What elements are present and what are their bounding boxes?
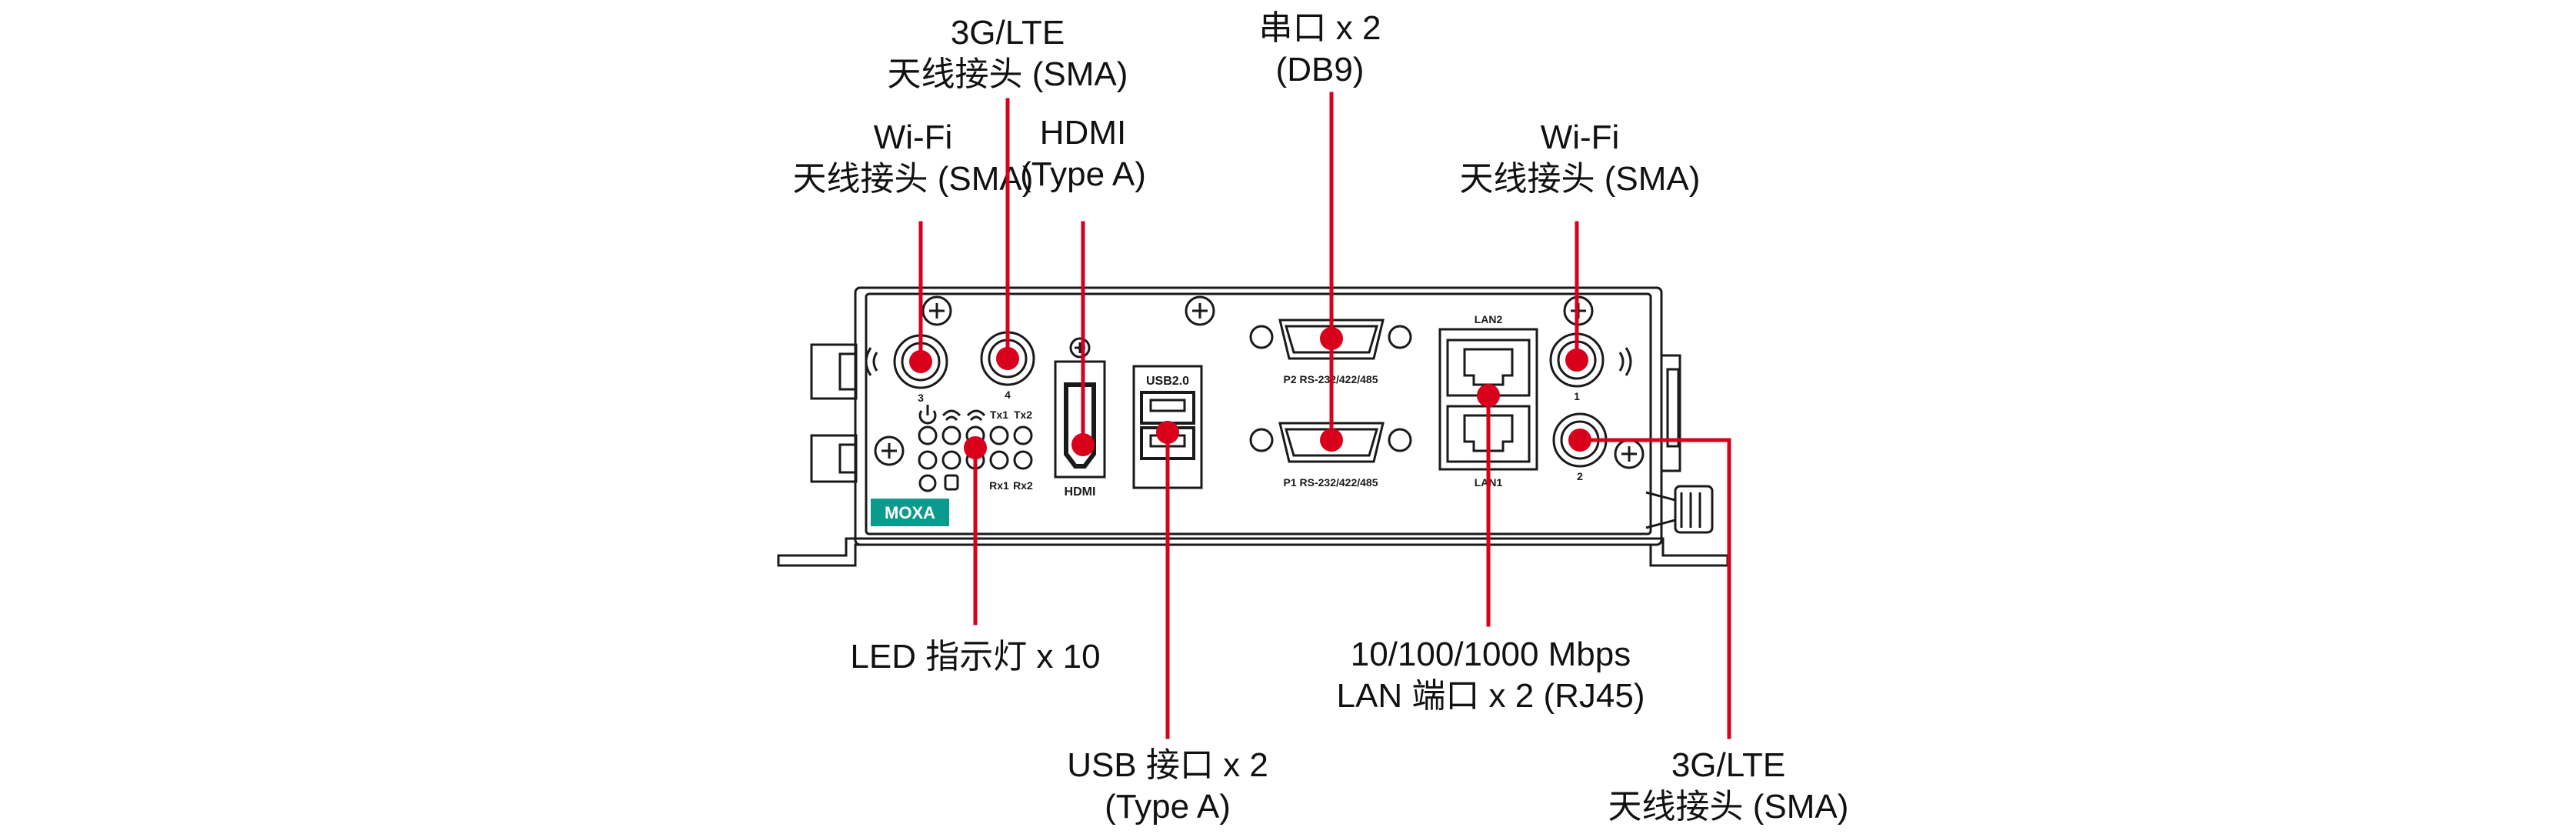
brand-logo-text: MOXA <box>885 503 935 522</box>
callout-usb: USB 接口 x 2 (Type A) <box>1067 746 1268 826</box>
leader-dot-lan <box>1477 384 1500 407</box>
antenna-signal-icon <box>1618 347 1632 376</box>
screw-icon <box>1069 337 1091 359</box>
led-tx2-label: Tx2 <box>1014 409 1032 421</box>
leader-dots <box>909 327 1591 459</box>
led-rx2-label: Rx2 <box>1013 479 1033 492</box>
leader-dot-usb <box>1156 421 1179 444</box>
leader-dot-lte-left <box>996 347 1019 370</box>
antenna-signal-icon <box>865 347 878 376</box>
led-tx1-label: Tx1 <box>990 409 1008 421</box>
brand-logo-badge <box>871 499 949 526</box>
leader-dot-serial-p2 <box>1320 327 1343 350</box>
antenna-1-label: 1 <box>1574 390 1580 402</box>
hdmi-port-frame <box>1054 360 1106 479</box>
antenna-3-label: 3 <box>918 392 924 404</box>
leader-lines <box>918 92 1731 739</box>
leader-dot-led <box>964 436 987 459</box>
lan2-label: LAN2 <box>1475 313 1503 325</box>
mounting-bracket <box>777 537 1729 567</box>
callout-hdmi: HDMI (Type A) <box>1020 114 1146 193</box>
p1-label: P1 RS-232/422/485 <box>1284 476 1378 489</box>
callout-serial: 串口 x 2 (DB9) <box>1258 9 1381 88</box>
screw-icon <box>921 295 952 326</box>
screw-icon <box>874 435 905 466</box>
leader-lte-right <box>1578 438 1731 739</box>
screw-icon <box>1185 295 1215 326</box>
antenna-4-label: 4 <box>1005 389 1011 401</box>
hdmi-label: HDMI <box>1065 485 1096 499</box>
screw-icon <box>1614 439 1645 469</box>
leader-dot-hdmi <box>1071 433 1095 456</box>
callout-lte-right: 3G/LTE 天线接头 (SMA) <box>1608 746 1849 826</box>
device-front-face <box>865 292 1652 535</box>
callout-lte-left: 3G/LTE 天线接头 (SMA) <box>887 14 1128 93</box>
side-tab-left-bottom <box>810 434 858 483</box>
callout-led: LED 指示灯 x 10 <box>850 638 1101 676</box>
usb-port-top <box>1140 391 1195 425</box>
serial-port-p2 <box>1249 319 1412 360</box>
callout-lan: 10/100/1000 Mbps LAN 端口 x 2 (RJ45) <box>1336 636 1645 715</box>
usb-label: USB2.0 <box>1146 375 1189 388</box>
leader-dot-wifi-left <box>909 350 932 373</box>
leader-dot-serial-p1 <box>1320 429 1343 452</box>
antenna-2-label: 2 <box>1577 470 1583 482</box>
side-tab-right <box>1660 354 1681 472</box>
callout-wifi-right: Wi-Fi 天线接头 (SMA) <box>1459 118 1701 198</box>
power-icon <box>918 405 937 425</box>
wifi-led-icon <box>966 409 986 422</box>
callout-wifi-left: Wi-Fi 天线接头 (SMA) <box>792 118 1034 198</box>
leader-dot-lte-right <box>1568 429 1591 452</box>
wifi-led-icon <box>941 409 961 422</box>
serial-port-p1 <box>1249 422 1412 463</box>
leader-dot-wifi-right <box>1565 349 1588 372</box>
led-rx1-label: Rx1 <box>989 479 1009 492</box>
hdmi-port <box>1064 382 1096 469</box>
